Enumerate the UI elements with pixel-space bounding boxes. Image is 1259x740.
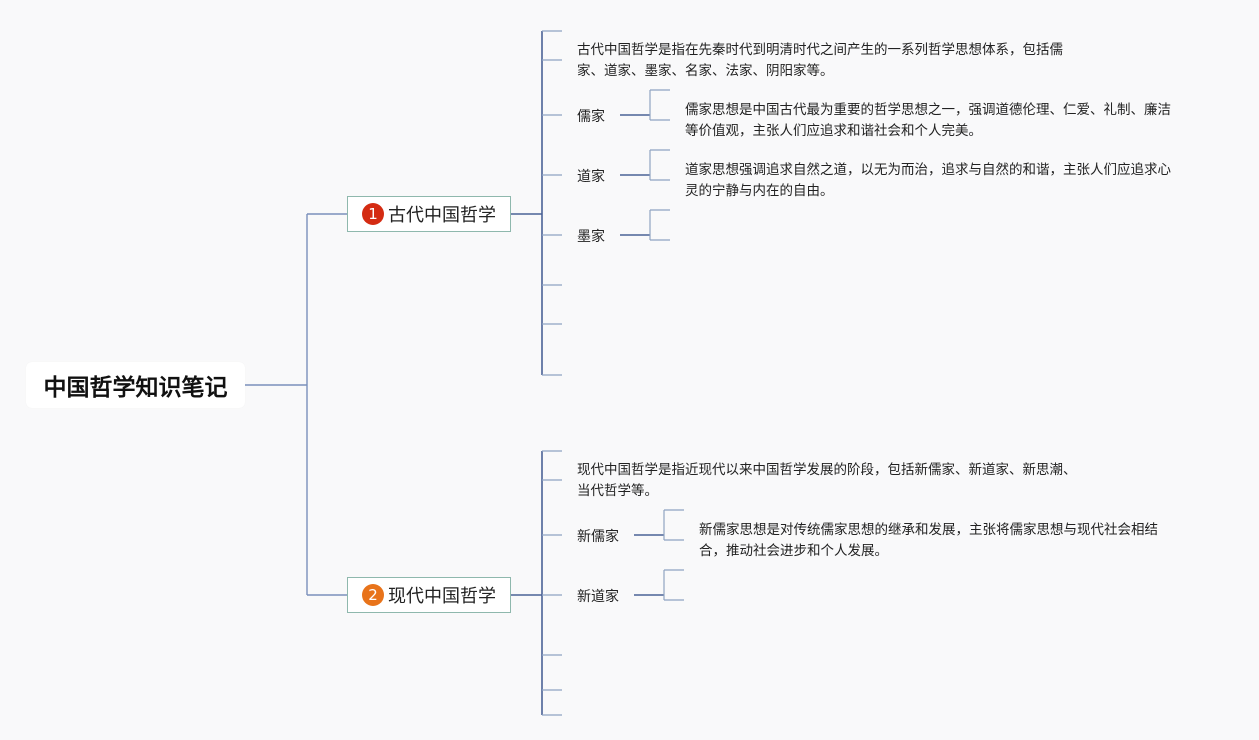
subtopic-note-xinrujia: 新儒家思想是对传统儒家思想的继承和发展，主张将儒家思想与现代社会相结合，推动社会… xyxy=(699,522,1158,559)
root-node[interactable]: 中国哲学知识笔记 xyxy=(26,362,245,408)
topic-label: 古代中国哲学 xyxy=(388,205,496,226)
root-connectors xyxy=(245,213,347,596)
topic-number-badge: 2 xyxy=(362,584,384,606)
topic-intro-note: 现代中国哲学是指近现代以来中国哲学发展的阶段，包括新儒家、新道家、新思潮、当代哲… xyxy=(577,462,1077,499)
topic1-connectors xyxy=(511,30,670,376)
topic2-connectors xyxy=(511,450,684,716)
topic-modern-philosophy[interactable]: 2 现代中国哲学 xyxy=(347,577,511,613)
subtopic-note-daojia: 道家思想强调追求自然之道，以无为而治，追求与自然的和谐，主张人们应追求心灵的宁静… xyxy=(685,162,1171,199)
topic-number-badge: 1 xyxy=(362,203,384,225)
root-label: 中国哲学知识笔记 xyxy=(43,375,228,401)
subtopic-rujia[interactable]: 儒家 xyxy=(577,109,605,125)
subtopic-mojia[interactable]: 墨家 xyxy=(577,229,605,245)
topic-label: 现代中国哲学 xyxy=(388,586,496,607)
subtopic-daojia[interactable]: 道家 xyxy=(577,169,605,185)
topic-intro-note: 古代中国哲学是指在先秦时代到明清时代之间产生的一系列哲学思想体系，包括儒家、道家… xyxy=(577,42,1063,79)
subtopic-note-rujia: 儒家思想是中国古代最为重要的哲学思想之一，强调道德伦理、仁爱、礼制、廉洁等价值观… xyxy=(685,102,1171,139)
topic-ancient-philosophy[interactable]: 1 古代中国哲学 xyxy=(347,196,511,232)
subtopic-xinrujia[interactable]: 新儒家 xyxy=(577,529,619,545)
subtopic-xindaojia[interactable]: 新道家 xyxy=(577,589,619,605)
